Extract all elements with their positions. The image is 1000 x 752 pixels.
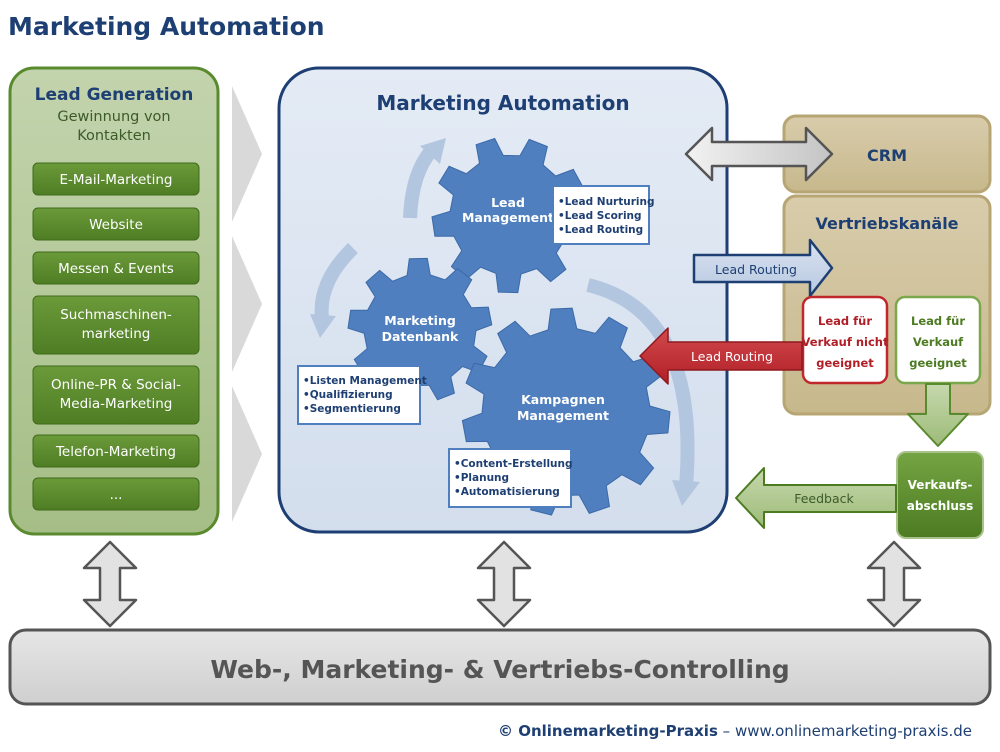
suited-to-sale-arrow (907, 383, 969, 447)
lead-list-item: •Lead Routing (558, 224, 643, 236)
footer-separator: – (718, 722, 735, 740)
page-title: Marketing Automation (8, 12, 325, 41)
lead-generation-subtitle-line1: Gewinnung von (57, 109, 170, 125)
suited-line: Lead für (911, 314, 965, 328)
flow-chevrons (232, 86, 262, 522)
gear-kampagnen-label-line2: Management (517, 408, 609, 423)
suited-line: Verkauf (913, 335, 964, 349)
lead-generation-item: E-Mail-Marketing (32, 162, 200, 196)
vertriebskanaele-title: Vertriebskanäle (815, 214, 958, 233)
verkauf-line2: abschluss (907, 499, 973, 513)
lead-item-label-line1: Suchmaschinen- (60, 307, 172, 323)
lead-item-box (32, 365, 200, 425)
kampagnen-list-item: •Automatisierung (454, 486, 560, 498)
lead-item-label: Telefon-Marketing (55, 444, 176, 460)
lead-item-box (32, 477, 200, 511)
feedback-arrow: Feedback (735, 467, 897, 529)
datenbank-list-item: •Segmentierung (303, 403, 401, 415)
lead-generation-item: Messen & Events (32, 251, 200, 285)
not-suited-line: geeignet (816, 356, 874, 370)
lead-item-box (32, 162, 200, 196)
feedback-label: Feedback (794, 491, 854, 506)
lead-item-box (32, 434, 200, 468)
datenbank-list: •Listen Management •Qualifizierung •Segm… (297, 365, 427, 425)
crm-label: CRM (867, 146, 907, 165)
lead-generation-item: Suchmaschinen-marketing (32, 295, 200, 355)
verkaufsabschluss-box: Verkaufs- abschluss (896, 451, 984, 539)
footer-copyright: © Onlinemarketing-Praxis (498, 722, 718, 740)
controlling-arrows (82, 540, 922, 628)
lead-routing-out-arrow: Lead Routing (692, 238, 834, 298)
gear-lead-label-line2: Management (462, 210, 554, 225)
lead-not-suited-box: Lead für Verkauf nicht geeignet (802, 295, 889, 385)
kampagnen-list-item: •Planung (454, 472, 509, 484)
verkauf-line1: Verkaufs- (908, 478, 973, 492)
suited-line: geeignet (909, 356, 967, 370)
lead-item-label: Website (89, 217, 143, 233)
lead-generation-title: Lead Generation (35, 85, 194, 105)
vertical-double-arrow (866, 540, 922, 628)
gear-lead-management (431, 137, 589, 294)
lead-routing-out-label: Lead Routing (715, 262, 797, 277)
lead-item-label-line2: Media-Marketing (60, 396, 173, 412)
lead-item-box (32, 251, 200, 285)
lead-item-label: Messen & Events (58, 261, 174, 277)
kampagnen-list-item: •Content-Erstellung (454, 458, 573, 470)
lead-management-list: •Lead Nurturing •Lead Scoring •Lead Rout… (552, 185, 654, 245)
lead-generation-item: Website (32, 207, 200, 241)
lead-generation-item: Telefon-Marketing (32, 434, 200, 468)
vertical-double-arrow (476, 540, 532, 628)
lead-item-label-line1: Online-PR & Social- (51, 377, 181, 393)
lead-item-label: E-Mail-Marketing (60, 172, 173, 188)
lead-generation-subtitle-line2: Kontakten (77, 128, 151, 144)
not-suited-line: Lead für (818, 314, 872, 328)
automation-title: Marketing Automation (376, 91, 629, 115)
lead-generation-item: Online-PR & Social- Media-Marketing (32, 365, 200, 425)
gear-lead-label-line1: Lead (491, 195, 525, 210)
gear-datenbank-label-line2: Datenbank (382, 329, 459, 344)
lead-generation-item: ... (32, 477, 200, 511)
not-suited-line: Verkauf nicht (802, 335, 889, 349)
crm-box: CRM (782, 114, 992, 194)
footer-url: www.onlinemarketing-praxis.de (735, 722, 972, 740)
gear-datenbank-label-line1: Marketing (384, 313, 456, 328)
controlling-bar: Web-, Marketing- & Vertriebs-Controlling (8, 628, 992, 706)
lead-item-label-line2: marketing (82, 326, 151, 342)
vertical-double-arrow (82, 540, 138, 628)
footer: © Onlinemarketing-Praxis – www.onlinemar… (498, 722, 972, 740)
kampagnen-list: •Content-Erstellung •Planung •Automatisi… (448, 448, 573, 508)
lead-routing-back-label: Lead Routing (691, 349, 773, 364)
datenbank-list-item: •Qualifizierung (303, 389, 393, 401)
datenbank-list-item: •Listen Management (303, 375, 427, 387)
automation-crm-double-arrow (684, 126, 834, 182)
cycle-arrowheads (310, 138, 700, 506)
lead-item-box (32, 295, 200, 355)
lead-item-box (32, 207, 200, 241)
lead-routing-back-arrow: Lead Routing (639, 327, 803, 385)
controlling-label: Web-, Marketing- & Vertriebs-Controlling (210, 655, 789, 684)
lead-item-label: ... (110, 487, 123, 503)
lead-list-item: •Lead Nurturing (558, 196, 654, 208)
lead-list-item: •Lead Scoring (558, 210, 642, 222)
gear-kampagnen-label-line1: Kampagnen (521, 392, 605, 407)
lead-generation-panel: Lead Generation Gewinnung von Kontakten … (8, 66, 220, 536)
lead-suited-box: Lead für Verkauf geeignet (894, 295, 982, 385)
